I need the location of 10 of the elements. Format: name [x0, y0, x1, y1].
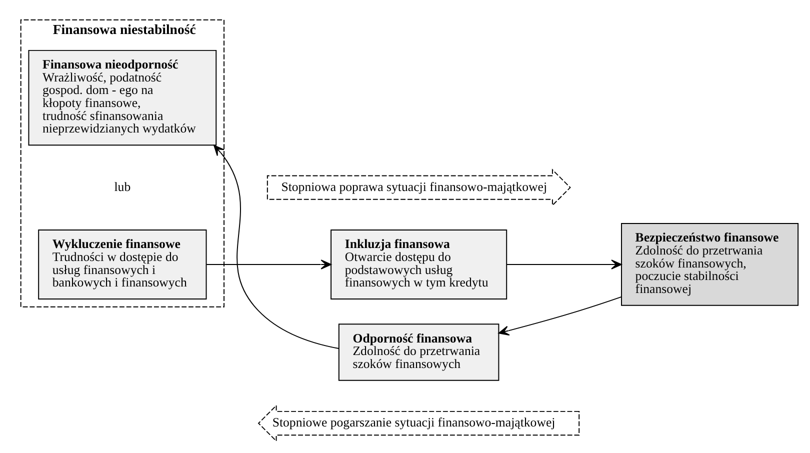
- node-box: Finansowa nieodporność Wrażliwość, podatność gospod. dom - ego na kłopoty finansowe, trudność sfinansowania nieprzewidzianych wydatków: [28, 50, 216, 146]
- arrow: [213, 144, 339, 350]
- node-box: Inkluzja finansowa Otwarcie dostępu do podstawowych usług finansowych w tym kredytu: [330, 229, 507, 300]
- node-box: Wykluczenie finansowe Trudności w dostępie do usług finansowych i bankowych i finansowych: [38, 229, 206, 300]
- node-box: Bezpieczeństwo finansowe Zdolność do przetrwania szoków finansowych, poczucie stabilności finansowej: [620, 223, 798, 306]
- label: lub: [114, 180, 130, 194]
- node-box: Odporność finansowa Zdolność do przetrwania szoków finansowych: [338, 324, 499, 381]
- arrow: [206, 260, 331, 270]
- arrow: [506, 260, 622, 270]
- arrow: [498, 296, 622, 336]
